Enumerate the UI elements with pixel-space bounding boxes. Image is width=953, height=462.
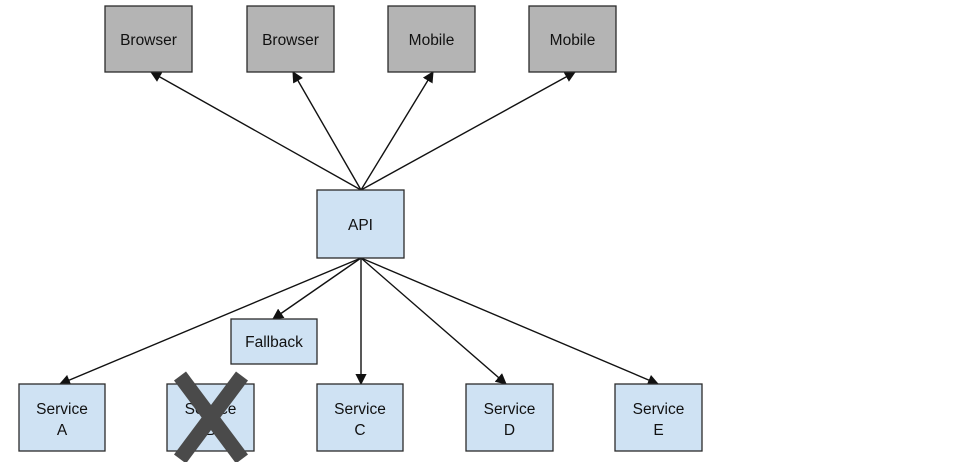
failure-x-stroke [173, 371, 249, 462]
node-label-line1: Service [36, 401, 88, 418]
node-mobile-1: Mobile [387, 5, 476, 73]
node-label-line2: D [504, 422, 515, 439]
node-box [246, 5, 335, 73]
node-browser-1: Browser [104, 5, 193, 73]
node-label: Browser [120, 32, 177, 49]
node-label: Browser [262, 32, 319, 49]
node-box [614, 383, 703, 452]
edges-layer [58, 71, 660, 386]
node-label-line2: E [653, 422, 663, 439]
node-box [316, 383, 404, 452]
node-label: Mobile [409, 32, 455, 49]
edge-api-to-browser-2 [292, 71, 362, 191]
edge-api-to-service-e [360, 257, 660, 386]
node-box [528, 5, 617, 73]
node-service-b: Service B [166, 371, 255, 462]
node-label-line1: Service [484, 401, 536, 418]
node-service-d: Service D [465, 383, 554, 452]
node-service-a: Service A [18, 383, 106, 452]
node-box [104, 5, 193, 73]
node-label-line1: Service [334, 401, 386, 418]
node-box [316, 189, 405, 259]
failure-x-mark [173, 371, 249, 462]
edge-api-to-mobile-1 [360, 71, 434, 191]
node-browser-2: Browser [246, 5, 335, 73]
node-box [230, 318, 318, 365]
edge-api-to-browser-1 [150, 71, 362, 191]
node-box [387, 5, 476, 73]
edge-api-to-fallback [272, 257, 362, 320]
node-box [18, 383, 106, 452]
edge-api-to-service-a [58, 257, 362, 386]
edge-api-to-mobile-2 [360, 71, 576, 191]
node-service-c: Service C [316, 383, 404, 452]
node-label-line1: Service [633, 401, 685, 418]
node-label-line2: A [57, 422, 68, 439]
node-api: API [316, 189, 405, 259]
node-label: Mobile [550, 32, 596, 49]
node-label: Fallback [245, 334, 303, 351]
node-label-line2: C [354, 422, 365, 439]
node-mobile-2: Mobile [528, 5, 617, 73]
node-fallback: Fallback [230, 318, 318, 365]
node-service-e: Service E [614, 383, 703, 452]
node-box [465, 383, 554, 452]
edge-api-to-service-d [360, 257, 507, 385]
node-label: API [348, 217, 373, 234]
